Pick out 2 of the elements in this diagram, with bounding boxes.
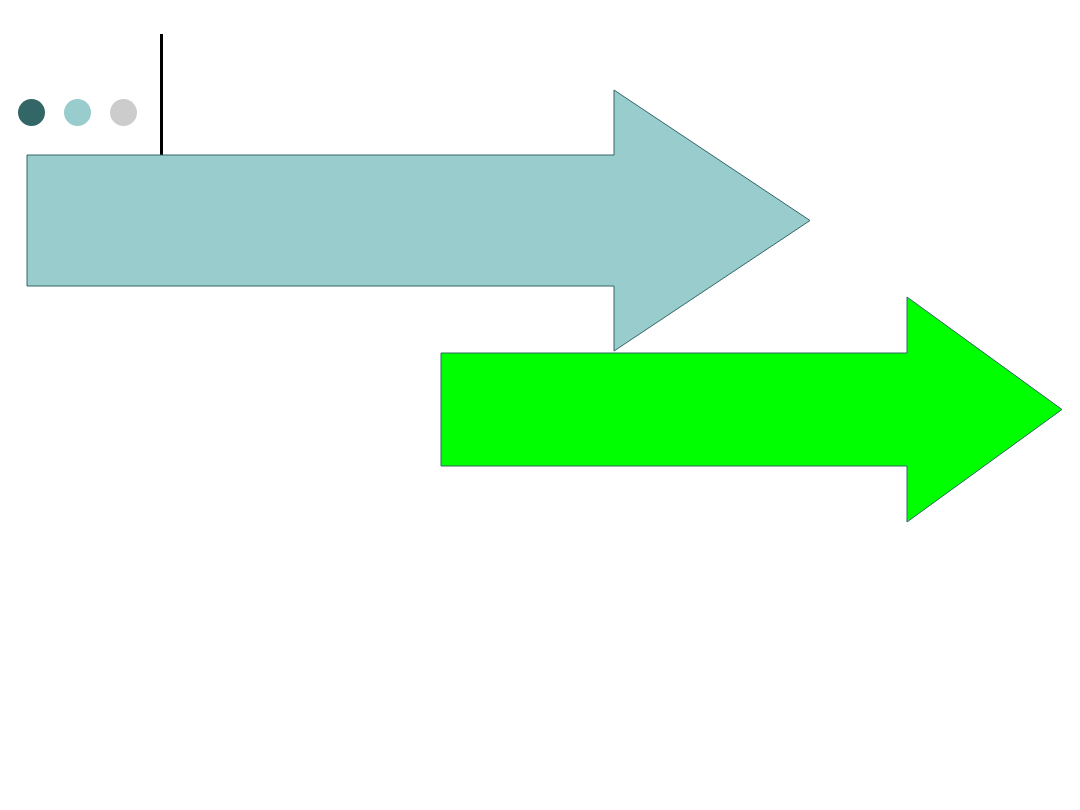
block-arrow: [27, 90, 810, 351]
block-arrow: [441, 297, 1062, 522]
